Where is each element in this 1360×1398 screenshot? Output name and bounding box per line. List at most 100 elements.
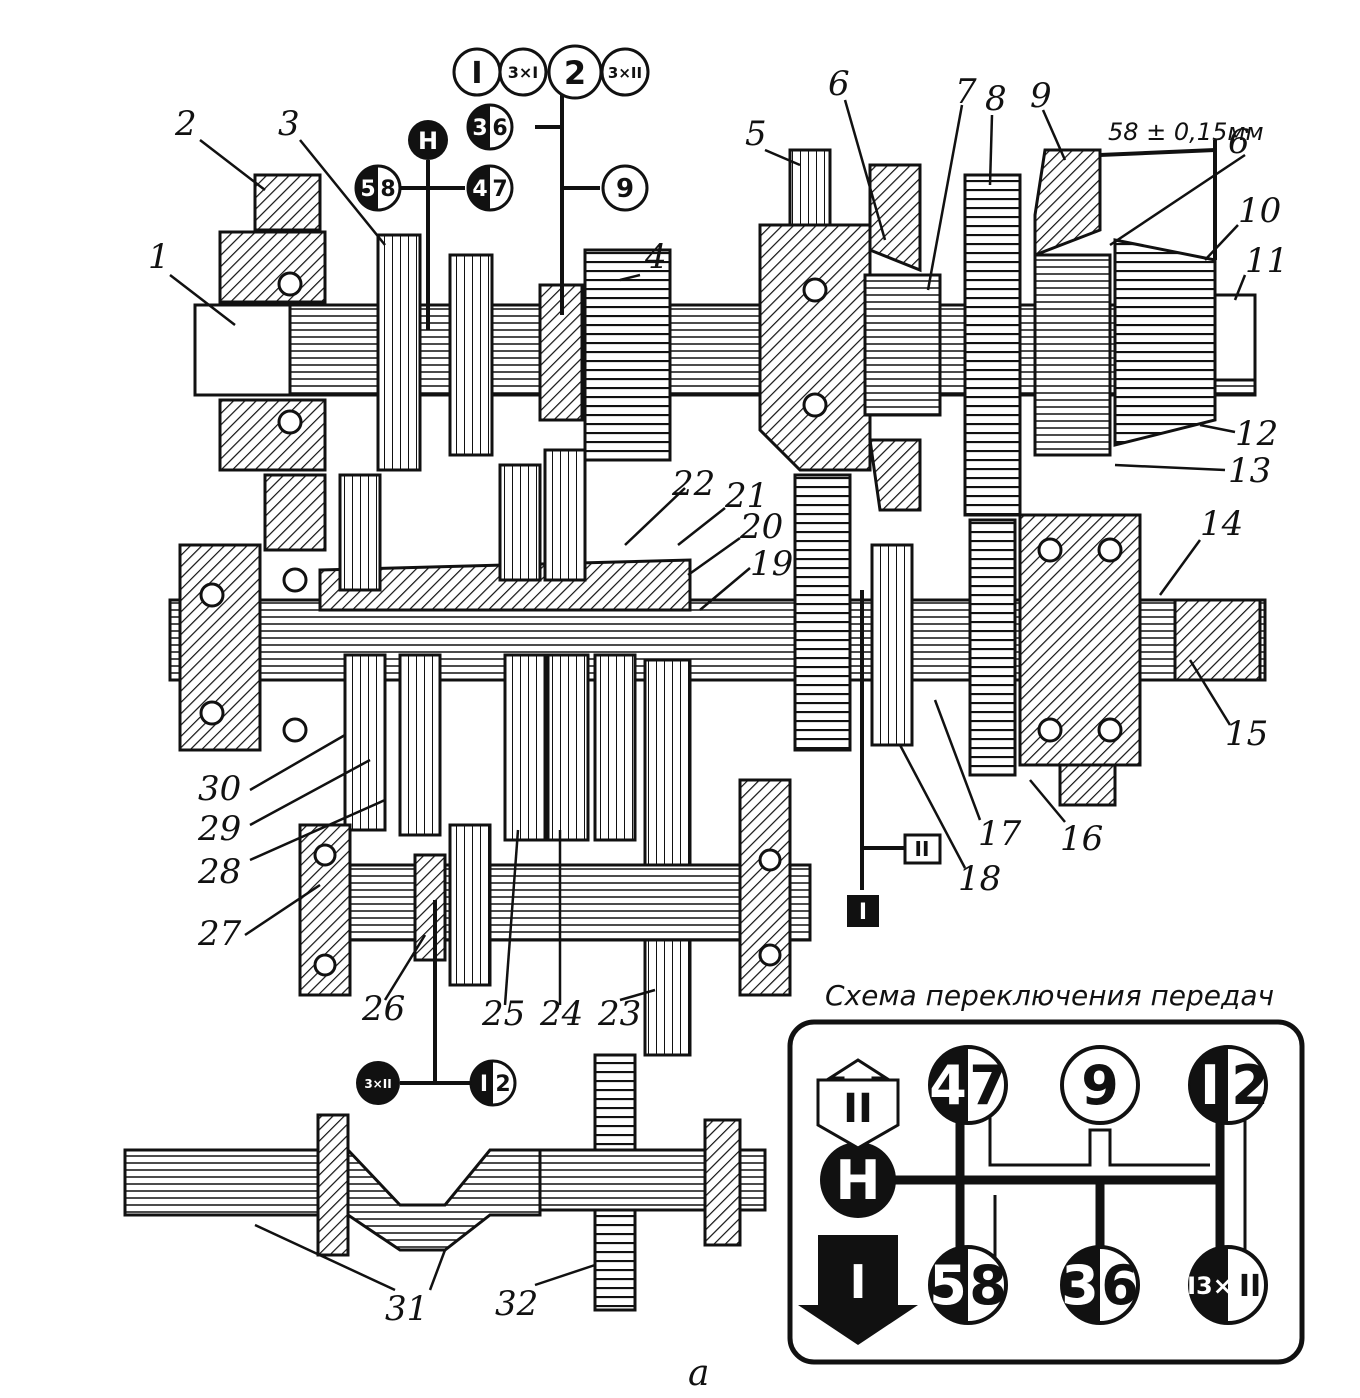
position-3xI: 3×I (508, 63, 539, 82)
range-II-shield (816, 1078, 900, 1150)
gear-H-circle (820, 1142, 896, 1218)
ball-icon (199, 582, 225, 608)
ball-icon (313, 843, 337, 867)
gear-4 (583, 248, 672, 462)
housing-right-low (1058, 763, 1117, 807)
gear-4-label: 4 (929, 1054, 967, 1117)
figure-label: а (688, 1353, 709, 1394)
position-58-half (356, 166, 378, 210)
gear-25 (503, 653, 547, 842)
callout-18: 18 (958, 859, 1001, 899)
upper-shaft-end (193, 303, 292, 397)
callout-6-left: 6 (828, 64, 850, 104)
gear-36-half (1062, 1247, 1100, 1323)
callout-32: 32 (495, 1284, 538, 1324)
position-36-b: 6 (492, 116, 507, 141)
position-9: 9 (616, 174, 634, 204)
callout-21: 21 (724, 476, 768, 516)
position-H: Н (418, 127, 438, 155)
callout-3: 3 (278, 104, 300, 144)
position-47-half (468, 166, 490, 210)
callout-22: 22 (671, 464, 715, 504)
gear-upper-a (498, 463, 542, 582)
gear-lower-a (448, 823, 492, 987)
housing-left-top (253, 173, 322, 232)
ball-icon (199, 700, 225, 726)
scheme-frame (787, 1019, 1305, 1365)
position-2: 2 (564, 54, 586, 92)
shift-linkages (400, 90, 1217, 1085)
callout-25: 25 (481, 994, 525, 1034)
pto-shaft-spline (123, 1148, 322, 1217)
upper-shaft-assembly (193, 148, 1257, 517)
callout-5: 5 (745, 114, 767, 154)
callout-31: 31 (385, 1289, 428, 1329)
housing-6 (868, 163, 922, 273)
range-II-label: II (843, 1086, 873, 1132)
callout-13: 13 (1228, 451, 1271, 491)
scheme-title: Схема переключения передач (825, 979, 1274, 1012)
gear-3 (376, 233, 422, 472)
position-9-circle (601, 164, 649, 212)
position-3xII-circle (600, 47, 650, 97)
position-H-circle (408, 120, 448, 160)
pto-shaft-neck (346, 1146, 542, 1252)
pto-shaft-assembly (123, 1053, 767, 1312)
gear-29 (398, 653, 442, 837)
ball-icon (758, 848, 782, 872)
pto-bearing-right (703, 1118, 742, 1247)
gear-H-label: Н (835, 1149, 880, 1212)
position-II-lower: II (915, 837, 930, 861)
callout-2: 2 (174, 104, 197, 144)
middle-shaft-assembly (168, 448, 1267, 1057)
gear-6-label: 6 (1101, 1254, 1139, 1317)
ball-icon (1097, 717, 1123, 743)
range-I-label: I (849, 1255, 866, 1309)
callout-numbers: 1 2 3 4 5 6 7 8 9 6 10 11 12 13 14 15 16… (148, 64, 1288, 1329)
gear-9-label: 9 (1081, 1054, 1119, 1117)
gear-1-label: I (1200, 1054, 1220, 1117)
housing-5 (758, 223, 872, 472)
callout-9: 9 (1030, 76, 1052, 116)
position-12-a: I (480, 1072, 488, 1097)
callout-16: 16 (1060, 819, 1103, 859)
housing-support (263, 473, 327, 552)
gear-16 (968, 518, 1017, 777)
gear-2-label: 2 (1231, 1054, 1269, 1117)
range-down-arrow-icon (798, 1235, 918, 1345)
callout-19: 19 (750, 544, 793, 584)
gear-12-half (1190, 1047, 1228, 1123)
callout-28: 28 (197, 852, 241, 892)
position-3xII-lower-circle (356, 1061, 400, 1105)
gear-9-circle (1060, 1045, 1140, 1125)
callout-27: 27 (197, 914, 242, 954)
dimension-label: 58 ± 0,15мм (1108, 118, 1264, 146)
bearing-left-top (218, 230, 327, 304)
gear-upper-b (543, 448, 587, 582)
callout-26: 26 (361, 989, 405, 1029)
callout-6-right: 6 (1228, 122, 1250, 162)
gear-8-label: 8 (969, 1254, 1007, 1317)
callout-11: 11 (1245, 241, 1288, 281)
ball-icon (1037, 537, 1063, 563)
ball-icon (282, 717, 308, 743)
callout-4: 4 (644, 237, 667, 277)
callout-10: 10 (1238, 191, 1281, 231)
callout-20: 20 (739, 507, 783, 547)
position-58-a: 5 (360, 177, 375, 202)
ball-icon (758, 943, 782, 967)
position-12-half (471, 1061, 493, 1105)
position-3xII: 3×II (608, 64, 642, 82)
gear-8 (963, 173, 1022, 517)
top-positions: I 3×I 2 3×II 3 6 9 Н 5 8 4 7 (354, 44, 650, 212)
position-47-a: 4 (472, 177, 487, 202)
leader-lines (169, 99, 1247, 1292)
pto-bearing-left (316, 1113, 350, 1257)
position-36-a: 3 (472, 116, 487, 141)
position-36-half (468, 105, 490, 149)
position-3xII-lower: 3×II (364, 1077, 391, 1091)
callout-15: 15 (1225, 714, 1268, 754)
callout-7: 7 (955, 72, 977, 112)
gear-13xII-half (1190, 1247, 1228, 1323)
